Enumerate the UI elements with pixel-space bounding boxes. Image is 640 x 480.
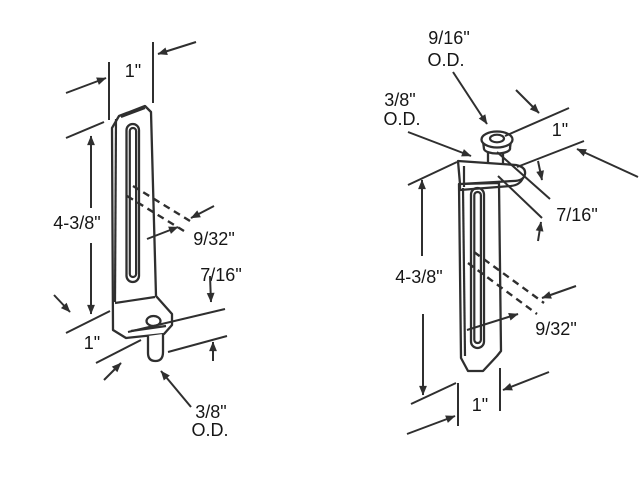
left-dim-foot-ext bbox=[95, 339, 142, 364]
right-flange-plate bbox=[456, 159, 527, 186]
right-dim-bottom-width: 1" bbox=[406, 368, 550, 435]
right-dim-height-label: 4-3/8" bbox=[395, 267, 442, 287]
left-dim-top-width-arrow-right bbox=[157, 41, 197, 55]
right-dim-offset-label: 7/16" bbox=[556, 205, 597, 225]
right-dim-slot-label: 9/32" bbox=[535, 319, 576, 339]
left-dim-foot-label: 1" bbox=[84, 333, 100, 353]
left-bracket-top-chamfer-line bbox=[120, 106, 146, 119]
right-flange-front-edge bbox=[458, 177, 525, 192]
right-dim-flange-label: 1" bbox=[552, 120, 568, 140]
right-callout-bushing-leader bbox=[452, 71, 488, 125]
right-dim-flange-ext-bottom bbox=[516, 140, 585, 168]
left-dim-slot-label: 9/32" bbox=[193, 229, 234, 249]
left-dim-offset-ext-bottom bbox=[167, 335, 228, 353]
right-bushing-top-flange bbox=[480, 130, 514, 149]
right-dim-offset-ext-bottom bbox=[497, 175, 543, 219]
right-dim-slot-dash-2 bbox=[467, 262, 538, 315]
left-callout-peg-od: 3/8" O.D. bbox=[160, 370, 229, 440]
right-callout-bushing-od: 9/16" O.D. bbox=[427, 28, 488, 125]
right-callout-bushing-label-1: 9/16" bbox=[428, 28, 469, 48]
right-dim-bottom-label: 1" bbox=[472, 395, 488, 415]
left-dim-top-width-label: 1" bbox=[125, 61, 141, 81]
left-callout-peg-label-1: 3/8" bbox=[195, 402, 226, 422]
left-dim-height: 4-3/8" bbox=[53, 121, 111, 334]
right-dim-flange-arrow-top bbox=[515, 89, 540, 114]
left-dim-top-width-arrow-left bbox=[65, 77, 107, 94]
left-dim-offset: 7/16" bbox=[127, 265, 242, 361]
right-callout-bushing-label-2: O.D. bbox=[427, 50, 464, 70]
right-callout-stem-label-1: 3/8" bbox=[384, 90, 415, 110]
left-dim-offset-arrow-down bbox=[206, 275, 215, 303]
right-dim-slot-arrow-left bbox=[466, 312, 519, 331]
left-dim-foot-arrow-top bbox=[53, 294, 71, 313]
right-dim-height-ext-top bbox=[407, 161, 458, 186]
right-figure: 9/16" O.D. 3/8" O.D. 1" 7/16" bbox=[383, 28, 639, 435]
left-dim-height-ext-top bbox=[65, 121, 105, 139]
left-bracket-edge-thickness bbox=[113, 118, 118, 303]
right-callout-stem-leader bbox=[407, 131, 472, 157]
left-dim-slot-arrow-right bbox=[190, 205, 215, 219]
right-bracket-edge-thickness bbox=[461, 187, 467, 357]
left-dim-slot-arrow-left bbox=[146, 226, 179, 240]
right-dim-offset-arrow-up bbox=[535, 221, 544, 242]
right-callout-stem-od: 3/8" O.D. bbox=[383, 90, 472, 157]
right-dim-flange-ext-top bbox=[504, 107, 570, 137]
left-figure: 1" 4-3/8" 9/32" 7/16" bbox=[53, 41, 242, 440]
right-dim-slot-dash-1 bbox=[473, 251, 545, 304]
right-dim-offset-arrow-down bbox=[536, 160, 544, 181]
left-callout-peg-leader bbox=[160, 370, 192, 408]
left-bracket-foot-fold-line bbox=[114, 295, 156, 305]
left-callout-peg-label-2: O.D. bbox=[191, 420, 228, 440]
left-dim-height-ext-bottom bbox=[65, 310, 111, 334]
left-dim-slot-width: 9/32" bbox=[126, 184, 235, 249]
right-dim-height-ext-bottom bbox=[410, 382, 457, 405]
right-bushing-hole bbox=[488, 133, 506, 144]
left-dim-foot-arrow-bottom bbox=[103, 362, 122, 381]
right-dim-height: 4-3/8" bbox=[395, 161, 458, 405]
right-dim-bottom-arrow-left bbox=[406, 415, 456, 435]
left-dim-foot-width: 1" bbox=[53, 294, 142, 381]
right-dim-flange-width: 1" bbox=[504, 89, 639, 178]
left-bracket-peg bbox=[146, 334, 165, 363]
right-bracket-slot-inner bbox=[473, 190, 482, 345]
left-dim-offset-label: 7/16" bbox=[200, 265, 241, 285]
right-dim-flange-arrow-bottom bbox=[576, 148, 639, 178]
right-dim-slot-width: 9/32" bbox=[466, 251, 577, 339]
left-dim-offset-ext-top bbox=[127, 308, 226, 333]
left-dim-height-label: 4-3/8" bbox=[53, 213, 100, 233]
right-callout-stem-label-2: O.D. bbox=[383, 109, 420, 129]
left-bracket-slot-inner bbox=[128, 126, 138, 279]
left-dim-top-width: 1" bbox=[65, 41, 197, 120]
right-dim-bottom-arrow-right bbox=[502, 371, 550, 391]
right-dim-offset: 7/16" bbox=[496, 151, 598, 242]
right-dim-offset-ext-top bbox=[496, 151, 551, 200]
right-dim-slot-arrow-right bbox=[541, 285, 577, 299]
